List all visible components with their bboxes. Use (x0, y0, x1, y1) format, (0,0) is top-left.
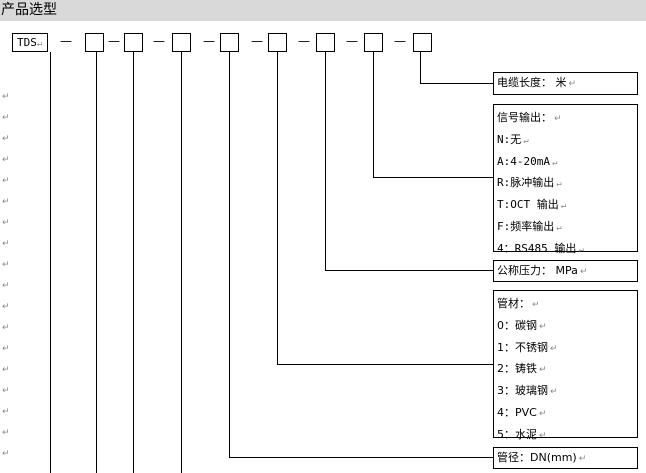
code-slot (413, 33, 432, 52)
separator-dash: — (153, 34, 165, 48)
code-slot (268, 33, 287, 52)
paragraph-mark-icon: ↵ (554, 114, 562, 124)
code-slot (316, 33, 335, 52)
paragraph-mark-icon: ↵ (539, 365, 547, 376)
panel-line: 1：不锈钢↵ (497, 340, 558, 354)
code-slot (124, 33, 143, 52)
pipe-material-panel: 管材：↵ 0：碳钢↵ 1：不锈钢↵ 2：铸铁↵ 3：玻璃钢↵ 4：PVC↵ 5：… (493, 290, 638, 441)
panel-line: 0：碳钢↵ (497, 318, 547, 332)
panel-line: 5：水泥↵ (497, 427, 547, 441)
paragraph-mark-icon: ↵ (2, 407, 10, 417)
separator-dash: — (298, 34, 310, 48)
pipe-diameter-panel: 管径：DN(mm)↵ (493, 447, 638, 469)
paragraph-mark-icon: ↵ (2, 113, 10, 123)
paragraph-mark-icon: ↵ (539, 430, 547, 441)
connector-signal (373, 52, 493, 178)
code-slot (85, 33, 104, 52)
paragraph-mark-icon: ↵ (532, 300, 540, 310)
paragraph-mark-icon: ↵ (2, 134, 10, 144)
paragraph-mark-icon: ↵ (2, 92, 10, 102)
paragraph-mark-icon: ↵ (538, 408, 547, 419)
separator-dash: — (60, 34, 72, 48)
paragraph-mark-icon: ↵ (36, 39, 43, 49)
paragraph-mark-icon: ↵ (523, 135, 529, 146)
paragraph-mark-icon: ↵ (550, 387, 558, 398)
separator-dash: — (203, 34, 215, 48)
paragraph-mark-icon: ↵ (578, 454, 587, 464)
nominal-pressure-panel: 公称压力： MPa↵ (493, 260, 638, 282)
model-prefix: TDS (17, 36, 37, 49)
paragraph-mark-icon: ↵ (2, 323, 10, 333)
panel-line: 电缆长度： 米↵ (497, 76, 577, 89)
panel-line: 管材：↵ (497, 297, 540, 310)
paragraph-mark-icon: ↵ (2, 344, 10, 354)
panel-line: T:OCT 输出↵ (497, 198, 567, 212)
paragraph-mark-icon: ↵ (2, 239, 10, 249)
paragraph-mark-icon: ↵ (2, 260, 10, 270)
panel-line: 4：RS485 输出↵ (497, 241, 584, 255)
section-header: 产品选型 (0, 0, 646, 21)
panel-line: R:脉冲输出↵ (497, 176, 562, 190)
panel-line: N:无↵ (497, 132, 529, 146)
signal-output-panel: 信号输出：↵ N:无↵ A:4-20mA↵ R:脉冲输出↵ T:OCT 输出↵ … (493, 104, 638, 255)
section-title: 产品选型 (1, 2, 57, 18)
separator-dash: — (346, 34, 358, 48)
panel-line: 2：铸铁↵ (497, 362, 547, 376)
paragraph-mark-icon: ↵ (560, 201, 567, 212)
paragraph-mark-icon: ↵ (2, 218, 10, 228)
connector-material (277, 52, 493, 365)
panel-line: 3：玻璃钢↵ (497, 384, 558, 398)
paragraph-mark-icon: ↵ (556, 179, 562, 190)
cable-length-panel: 电缆长度： 米↵ (493, 72, 638, 95)
paragraph-mark-icon: ↵ (2, 428, 10, 438)
panel-line: 公称压力： MPa↵ (497, 264, 588, 277)
paragraph-mark-icon: ↵ (556, 222, 562, 233)
code-slot (220, 33, 239, 52)
panel-line: 信号输出：↵ (497, 111, 562, 124)
paragraph-mark-icon: ↵ (2, 365, 10, 375)
paragraph-mark-icon: ↵ (2, 176, 10, 186)
paragraph-mark-icon: ↵ (551, 157, 558, 168)
paragraph-mark-icon: ↵ (539, 321, 547, 332)
panel-line: 管径：DN(mm)↵ (497, 451, 587, 464)
paragraph-mark-icon: ↵ (2, 281, 10, 291)
separator-dash: — (394, 34, 406, 48)
separator-dash: — (251, 34, 263, 48)
panel-line: 4：PVC↵ (497, 405, 547, 419)
paragraph-mark-icon: ↵ (2, 155, 10, 165)
paragraph-mark-icon: ↵ (2, 386, 10, 396)
code-slot (364, 33, 383, 52)
panel-line: A:4-20mA↵ (497, 154, 558, 168)
paragraph-mark-icon: ↵ (550, 343, 558, 354)
paragraph-mark-icon: ↵ (568, 79, 577, 89)
paragraph-mark-icon: ↵ (2, 197, 10, 207)
paragraph-mark-icon: ↵ (579, 267, 588, 277)
connector-diameter (229, 52, 493, 458)
connector-pressure (325, 52, 493, 271)
panel-line: F:频率输出↵ (497, 219, 562, 233)
paragraph-mark-icon: ↵ (2, 449, 10, 459)
code-slot (172, 33, 191, 52)
paragraph-mark-icon: ↵ (2, 302, 10, 312)
model-prefix-box: TDS↵ (12, 33, 48, 52)
paragraph-mark-icon: ↵ (578, 244, 584, 255)
separator-dash: — (108, 34, 120, 48)
connector-cable (420, 52, 493, 84)
